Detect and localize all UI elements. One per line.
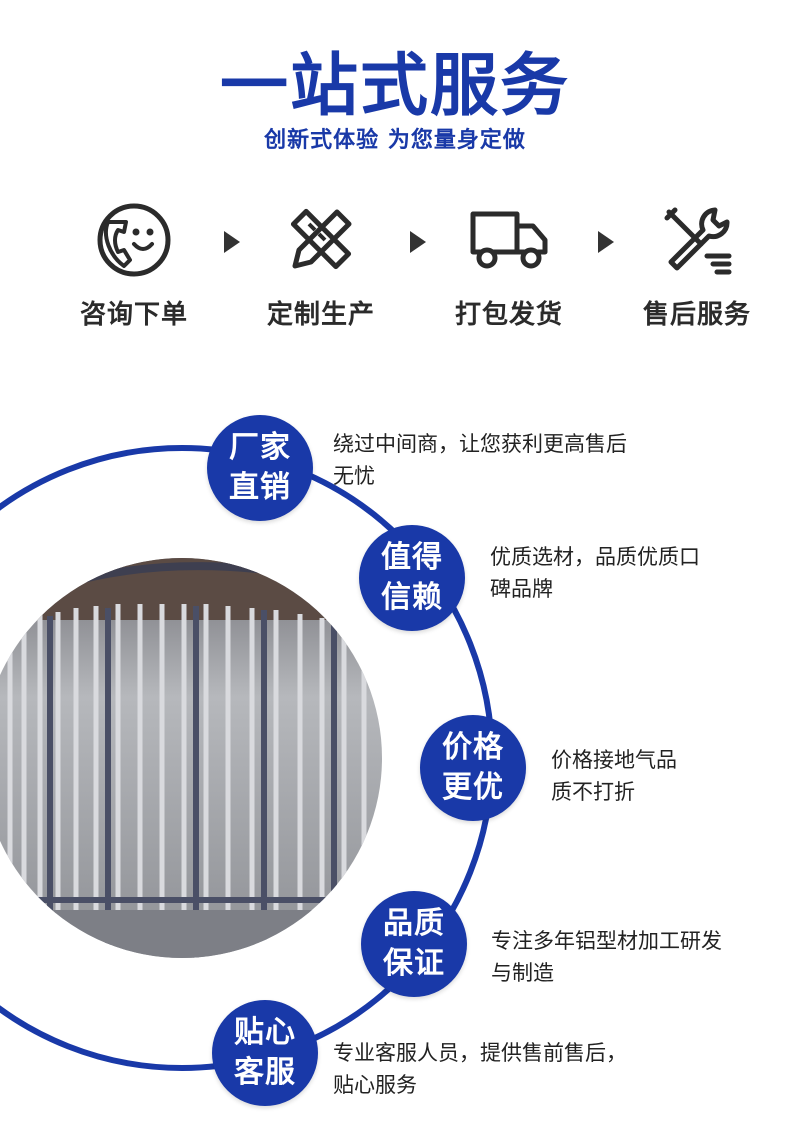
page-subtitle: 创新式体验 为您量身定做 [264,128,526,153]
page-title: 一站式服务 [219,47,570,126]
badge-line: 信赖 [381,580,443,615]
feature-desc: 专注多年铝型材加工研发与制造 [491,929,722,985]
step-label: 打包发货 [454,300,563,330]
feature-badge-trustworthy: 值得 信赖 [359,525,465,631]
feature-badge-quality-assurance: 品质 保证 [361,891,467,997]
badge-line: 厂家 [229,430,291,465]
arrow-icon [598,231,614,253]
badge-line: 值得 [381,540,443,575]
arrow-icon [224,231,240,253]
step-custom-production: 定制生产 [246,200,396,330]
step-after-sales: 售后服务 [622,200,772,330]
step-label: 咨询下单 [79,300,188,330]
feature-badge-factory-direct: 厂家 直销 [207,415,313,521]
badge-line: 品质 [383,906,445,941]
badge-line: 直销 [229,470,291,505]
badge-line: 贴心 [234,1015,296,1050]
feature-desc: 绕过中间商，让您获利更高售后无忧 [333,432,627,488]
truck-icon [470,211,548,269]
feature-desc: 优质选材，品质优质口碑品牌 [490,545,700,601]
badge-line: 更优 [442,770,504,805]
step-consult-order: 咨询下单 [59,200,209,330]
badge-line: 保证 [383,946,445,981]
step-pack-ship: 打包发货 [434,200,584,330]
badge-line: 客服 [234,1055,296,1090]
badge-line: 价格 [442,730,504,765]
arrow-icon [410,231,426,253]
factory-photo [0,558,382,958]
step-label: 售后服务 [642,300,751,330]
phone-smile-icon [97,203,171,277]
step-label: 定制生产 [266,300,375,330]
ruler-pencil-icon [290,208,352,270]
feature-badge-better-price: 价格 更优 [420,715,526,821]
feature-desc: 专业客服人员，提供售前售后，贴心服务 [333,1041,627,1097]
feature-badge-caring-service: 贴心 客服 [212,1000,318,1106]
wrench-screwdriver-icon [664,207,732,275]
feature-desc: 价格接地气品质不打折 [551,748,677,804]
